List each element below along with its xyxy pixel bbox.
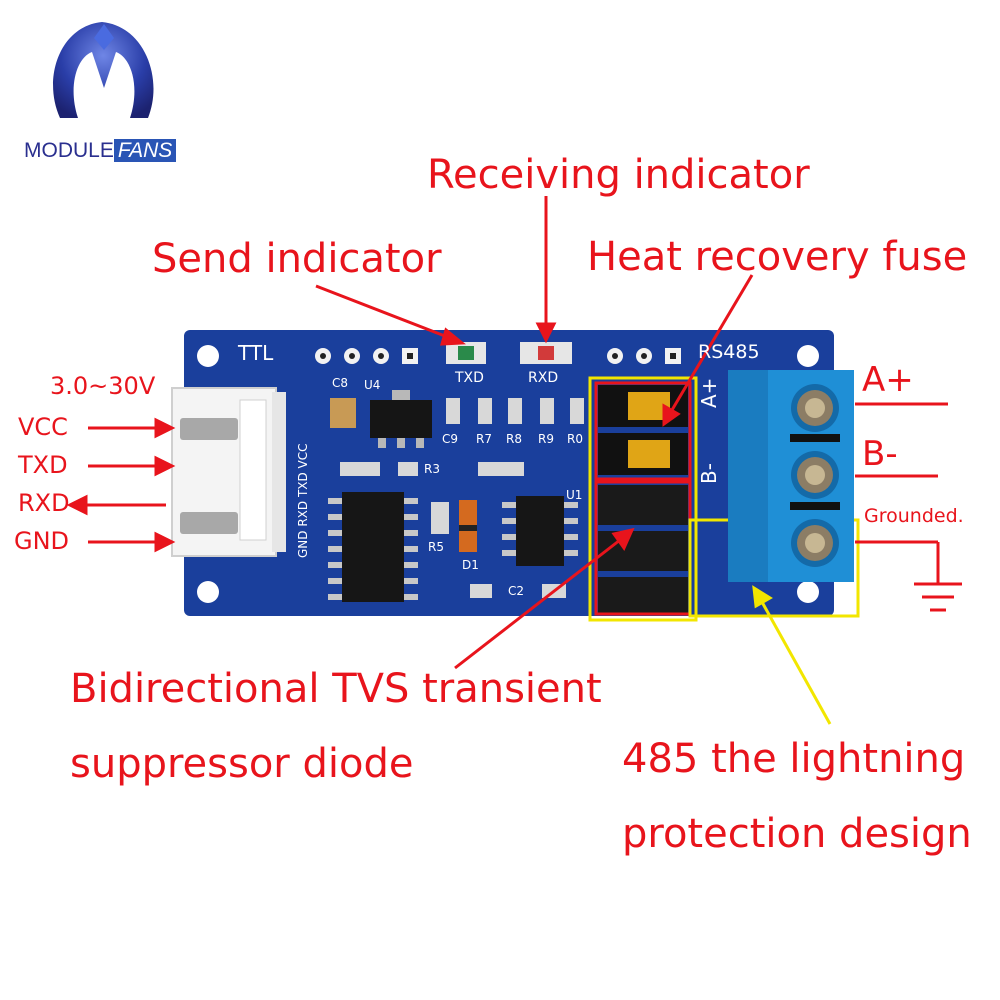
lightning-protection-label-line1: 485 the lightning xyxy=(622,736,966,782)
a-plus-label: A+ xyxy=(862,360,914,400)
mounting-hole xyxy=(197,345,219,367)
txd-silk-label: TXD xyxy=(455,370,484,386)
r9-silk-label: R9 xyxy=(538,432,554,446)
yellow-arrow xyxy=(752,585,832,725)
grounded-label: Grounded. xyxy=(864,505,964,527)
rxd-pin-label: RXD xyxy=(18,489,70,517)
mounting-hole xyxy=(797,345,819,367)
header-pin-silk-label: GND RXD TXD VCC xyxy=(296,443,310,558)
heat-recovery-fuse-label: Heat recovery fuse xyxy=(587,234,968,280)
mounting-hole xyxy=(197,581,219,603)
r3-resistor xyxy=(398,462,418,476)
u4-regulator xyxy=(370,400,432,438)
red-fuse-box xyxy=(594,381,692,481)
b-minus-silk-label: B- xyxy=(697,463,721,484)
u1-transceiver xyxy=(516,496,564,566)
ttl-header-pads xyxy=(315,348,418,364)
c2-silk-label: C2 xyxy=(508,584,525,598)
txd-pin-label: TXD xyxy=(18,451,68,479)
rxd-silk-label: RXD xyxy=(528,370,559,386)
mounting-hole xyxy=(797,581,819,603)
b-minus-label: B- xyxy=(862,434,898,474)
r5-resistor xyxy=(431,502,449,534)
logo-word-module: MODULE xyxy=(24,139,114,162)
r7-silk-label: R7 xyxy=(476,432,492,446)
r0-silk-label: R0 xyxy=(567,432,583,446)
terminal-screws xyxy=(791,384,839,567)
r8-silk-label: R8 xyxy=(506,432,522,446)
a-plus-silk-label: A+ xyxy=(697,377,721,408)
vcc-pin-label: VCC xyxy=(18,413,68,441)
ttl-silk-label: TTL xyxy=(238,341,274,365)
resistor-row xyxy=(446,398,584,424)
u1-silk-label: U1 xyxy=(566,488,583,502)
r5-silk-label: R5 xyxy=(428,540,444,554)
r4-resistor xyxy=(340,462,380,476)
u4-silk-label: U4 xyxy=(364,378,381,392)
yellow-highlight-box xyxy=(588,376,698,622)
logo-word-fans: FANS xyxy=(113,139,177,162)
c9-silk-label: C9 xyxy=(442,432,459,446)
left-ic xyxy=(342,492,404,602)
gnd-pin-label: GND xyxy=(14,527,70,555)
rs485-silk-label: RS485 xyxy=(698,341,760,363)
voltage-range-label: 3.0~30V xyxy=(50,372,156,400)
c8-silk-label: C8 xyxy=(332,376,349,390)
heat-recovery-fuses xyxy=(598,385,688,475)
c1-capacitor xyxy=(478,462,524,476)
tvs-diode-label-line1: Bidirectional TVS transient xyxy=(70,666,602,712)
lightning-protection-label-line2: protection design xyxy=(622,811,972,857)
tvs-diodes xyxy=(598,485,688,613)
c8-capacitor xyxy=(330,398,356,428)
receiving-indicator-label: Receiving indicator xyxy=(427,152,810,198)
red-arrows xyxy=(66,196,962,670)
r3-silk-label: R3 xyxy=(424,462,440,476)
module-fans-logo xyxy=(53,22,154,118)
send-indicator-label: Send indicator xyxy=(152,236,442,282)
tvs-diode-label-line2: suppressor diode xyxy=(70,741,414,787)
rs485-header-pads xyxy=(607,348,681,364)
d1-silk-label: D1 xyxy=(462,558,479,572)
